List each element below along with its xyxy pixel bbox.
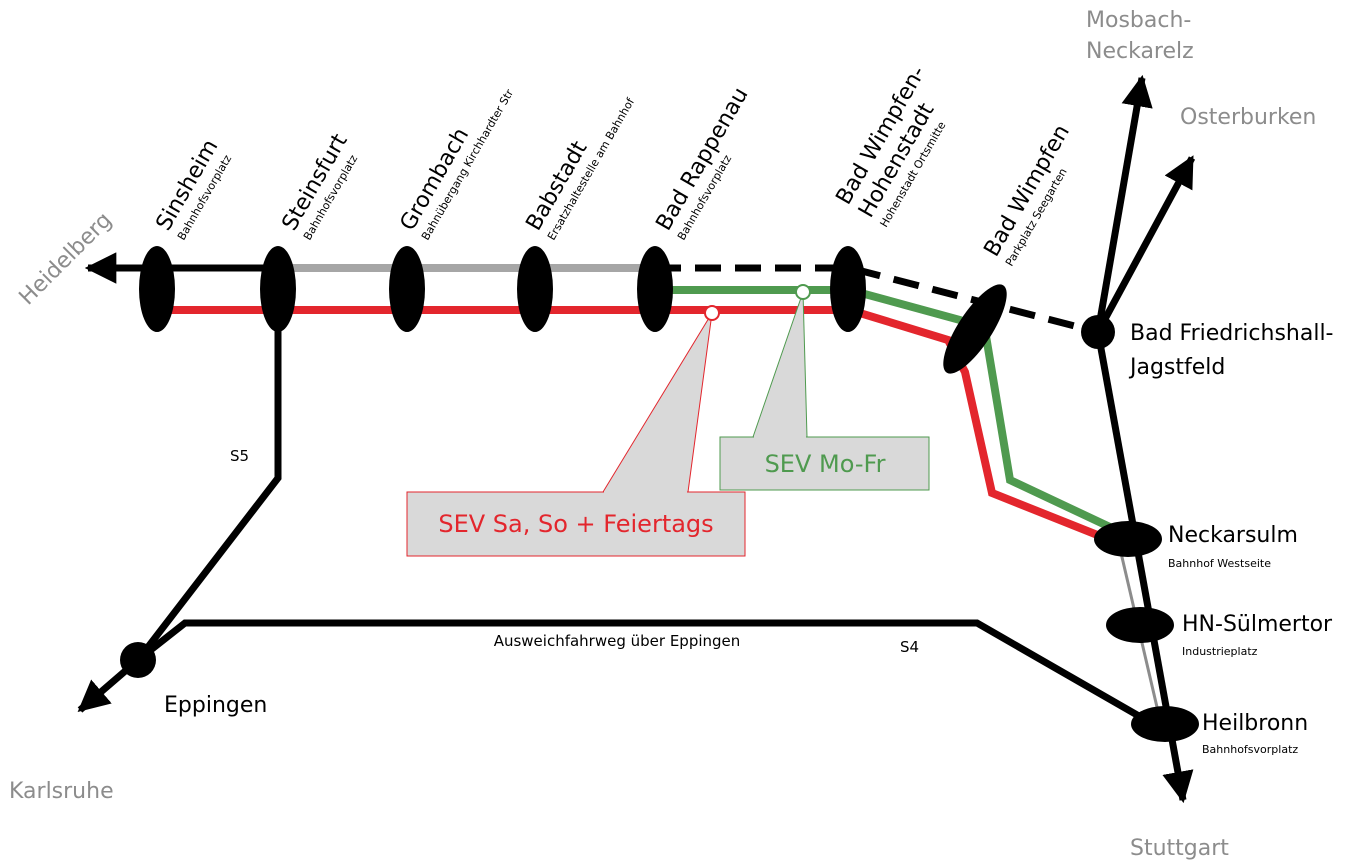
station-marker-bad-wimpfen-hohenstadt[interactable] xyxy=(830,246,866,332)
station-marker-eppingen[interactable] xyxy=(120,642,156,678)
station-marker-bad-friedrichshall[interactable] xyxy=(1081,315,1115,349)
destination-mosbach: Neckarelz xyxy=(1086,39,1194,64)
station-marker-babstadt[interactable] xyxy=(517,246,553,332)
hn-suelmertor-sub: Industrieplatz xyxy=(1182,645,1258,658)
station-marker-bad-wimpfen[interactable] xyxy=(932,276,1017,382)
destination-heidelberg: Heidelberg xyxy=(15,208,117,310)
sev-stop-red xyxy=(704,305,720,321)
bad-friedrichshall-label: Bad Friedrichshall- xyxy=(1130,321,1334,346)
bad-friedrichshall-label: Jagstfeld xyxy=(1128,355,1225,380)
callout-green-label: SEV Mo-Fr xyxy=(765,450,886,478)
station-marker-bad-rappenau[interactable] xyxy=(637,246,673,332)
station-marker-neckarsulm[interactable] xyxy=(1094,521,1162,557)
dashed-track xyxy=(655,264,1099,336)
label-bad-wimpfen: Bad Wimpfen Parkplatz Seegarten xyxy=(980,121,1075,269)
destination-mosbach: Mosbach- xyxy=(1086,8,1191,33)
s5-track xyxy=(135,290,282,663)
heilbronn-label: Heilbronn xyxy=(1202,711,1308,736)
label-bad-wimpfen-hohenstadt: Bad Wimpfen- Hohenstadt Hohenstadt Ortsm… xyxy=(832,62,949,230)
track-osterburken xyxy=(1094,155,1196,334)
detour-label: Ausweichfahrweg über Eppingen xyxy=(494,632,741,650)
destination-karlsruhe: Karlsruhe xyxy=(9,779,114,804)
callout-red-box xyxy=(406,491,746,557)
label-babstadt: Babstadt Ersatzhaltestelle am Bahnhof xyxy=(522,95,638,243)
heilbronn-sub: Bahnhofsvorplatz xyxy=(1202,743,1298,756)
station-marker-steinsfurt[interactable] xyxy=(260,246,296,332)
label-steinsfurt: Steinsfurt Bahnhofsvorplatz xyxy=(278,130,361,243)
label-sinsheim: Sinsheim Bahnhofsvorplatz xyxy=(152,135,235,242)
s4-label: S4 xyxy=(900,638,919,656)
neckarsulm-label: Neckarsulm xyxy=(1168,523,1298,548)
label-grombach: Grombach Bahnübergang Kirchhardter Str xyxy=(396,87,517,243)
destination-stuttgart: Stuttgart xyxy=(1130,836,1229,861)
neckarsulm-sub: Bahnhof Westseite xyxy=(1168,557,1271,570)
s4-track xyxy=(135,619,1160,731)
station-marker-heilbronn[interactable] xyxy=(1131,706,1199,742)
s5-label: S5 xyxy=(230,447,249,465)
track-mosbach xyxy=(1094,74,1153,333)
sev-stop-green xyxy=(795,284,811,300)
label-bad-rappenau: Bad Rappenau Bahnhofsvorplatz xyxy=(652,83,754,242)
callout-red-label: SEV Sa, So + Feiertags xyxy=(438,510,713,538)
callout-green-box xyxy=(719,436,930,491)
station-marker-sinsheim[interactable] xyxy=(139,246,175,332)
callout-red-pointer xyxy=(602,312,713,493)
station-marker-grombach[interactable] xyxy=(389,246,425,332)
destination-osterburken: Osterburken xyxy=(1180,105,1316,130)
station-marker-hn-suelmertor[interactable] xyxy=(1106,607,1174,643)
hn-suelmertor-label: HN-Sülmertor xyxy=(1182,612,1333,637)
eppingen-label: Eppingen xyxy=(164,693,267,718)
